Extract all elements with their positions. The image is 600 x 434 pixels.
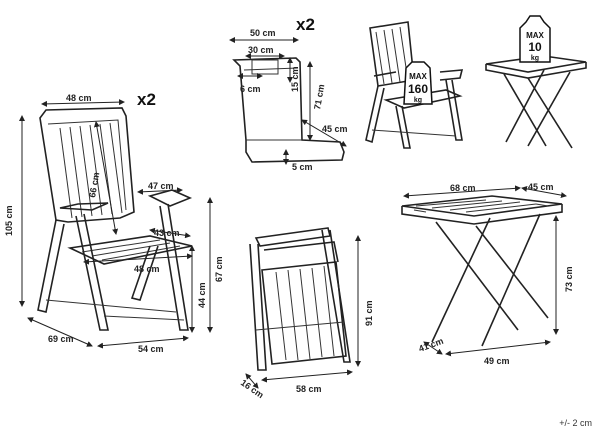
tray-table-dimension-lines [403, 185, 567, 357]
table-depth-label: 41 cm [417, 336, 444, 354]
table-top-width-label: 45 cm [528, 182, 554, 192]
cushion-dimension-lines [229, 37, 347, 165]
cushion-illustration [232, 57, 345, 163]
cushions-quantity-label: x2 [296, 15, 315, 34]
chair-seat-height-label: 44 cm [197, 282, 207, 308]
tray-table-illustration [401, 195, 563, 347]
chairs-quantity-label: x2 [137, 90, 156, 109]
cushion-head-width-label: 30 cm [248, 45, 274, 55]
tray-load-illustration [485, 55, 587, 149]
table-height-label: 73 cm [564, 266, 574, 292]
chair-badge-value-text: 160 [408, 82, 428, 96]
table-width-label: 49 cm [484, 356, 510, 366]
folded-chair-width-label: 58 cm [296, 384, 322, 394]
chair-max-load-badge: MAX 160 kg [403, 61, 433, 105]
chair-backrest-width-label: 48 cm [66, 93, 92, 103]
chair-dimension-lines [19, 99, 213, 349]
cushion-seat-length-label: 45 cm [322, 124, 348, 134]
reclining-chair-illustration [37, 107, 193, 331]
cushion-strap-label: 6 cm [240, 84, 261, 94]
folded-chair-illustration [249, 227, 351, 371]
chair-backrest-height-label: 66 cm [87, 171, 101, 198]
chair-armrest-length-label: 47 cm [148, 181, 174, 191]
tray-badge-unit-text: kg [531, 55, 539, 62]
chair-width-label: 54 cm [138, 344, 164, 354]
cushion-width-label: 50 cm [250, 28, 276, 38]
chair-load-illustration [365, 21, 464, 149]
cushion-thickness-label: 5 cm [292, 162, 313, 172]
folded-chair-height-label: 91 cm [364, 300, 374, 326]
tray-max-load-badge: MAX 10 kg [519, 15, 551, 63]
tolerance-note: +/- 2 cm [559, 418, 592, 428]
tray-badge-value-text: 10 [528, 40, 542, 54]
chair-seat-width-label: 48 cm [134, 264, 160, 274]
tray-badge-max-text: MAX [526, 31, 544, 40]
table-top-length-label: 68 cm [450, 183, 476, 193]
chair-depth-label: 69 cm [48, 334, 74, 344]
folded-chair-dimension-lines [245, 235, 361, 389]
chair-seat-depth-label: 43 cm [154, 228, 180, 238]
chair-total-height-label: 105 cm [4, 205, 14, 236]
chair-badge-unit-text: kg [414, 97, 422, 104]
cushion-head-height-label: 15 cm [290, 66, 300, 92]
chair-badge-max-text: MAX [409, 72, 427, 81]
cushion-length-label: 71 cm [312, 83, 326, 110]
chair-arm-height-label: 67 cm [214, 256, 224, 282]
